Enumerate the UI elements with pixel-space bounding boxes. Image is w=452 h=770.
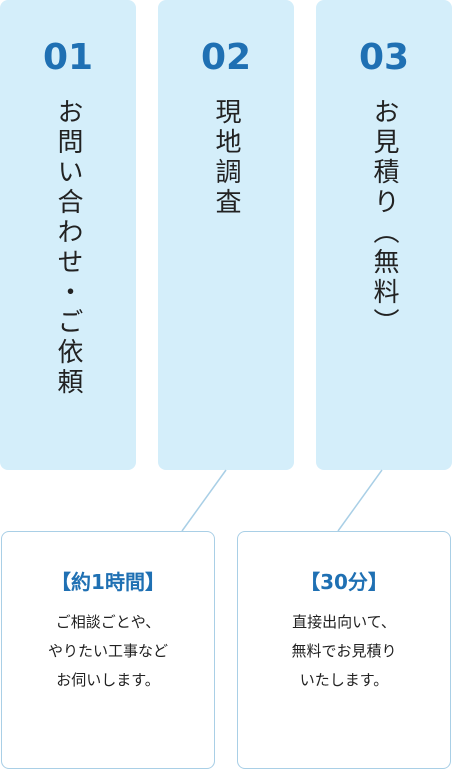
step-title: お問い合わせ・ご依頼: [53, 98, 83, 398]
step-number: 01: [42, 37, 94, 78]
detail-heading: 【約1時間】: [51, 570, 165, 594]
step-card-site-survey: 02 現地調査: [158, 0, 294, 470]
detail-body: 直接出向いて、 無料でお見積り いたします。: [291, 613, 397, 689]
step-title: お見積り（無料）: [369, 98, 399, 338]
detail-box-site-survey: 【約1時間】 ご相談ごとや、 やりたい工事など お伺いします。: [1, 531, 215, 769]
detail-body: ご相談ごとや、 やりたい工事など お伺いします。: [47, 613, 168, 689]
detail-heading: 【30分】: [300, 570, 388, 594]
detail-box-estimate: 【30分】 直接出向いて、 無料でお見積り いたします。: [237, 531, 451, 769]
step-title: 現地調査: [211, 98, 241, 218]
step-number: 03: [358, 37, 410, 78]
step-card-inquiry: 01 お問い合わせ・ご依頼: [0, 0, 136, 470]
step-card-estimate: 03 お見積り（無料）: [316, 0, 452, 470]
connector-line-site-survey: [181, 469, 227, 532]
step-number: 02: [200, 37, 252, 78]
connector-line-estimate: [337, 469, 383, 532]
